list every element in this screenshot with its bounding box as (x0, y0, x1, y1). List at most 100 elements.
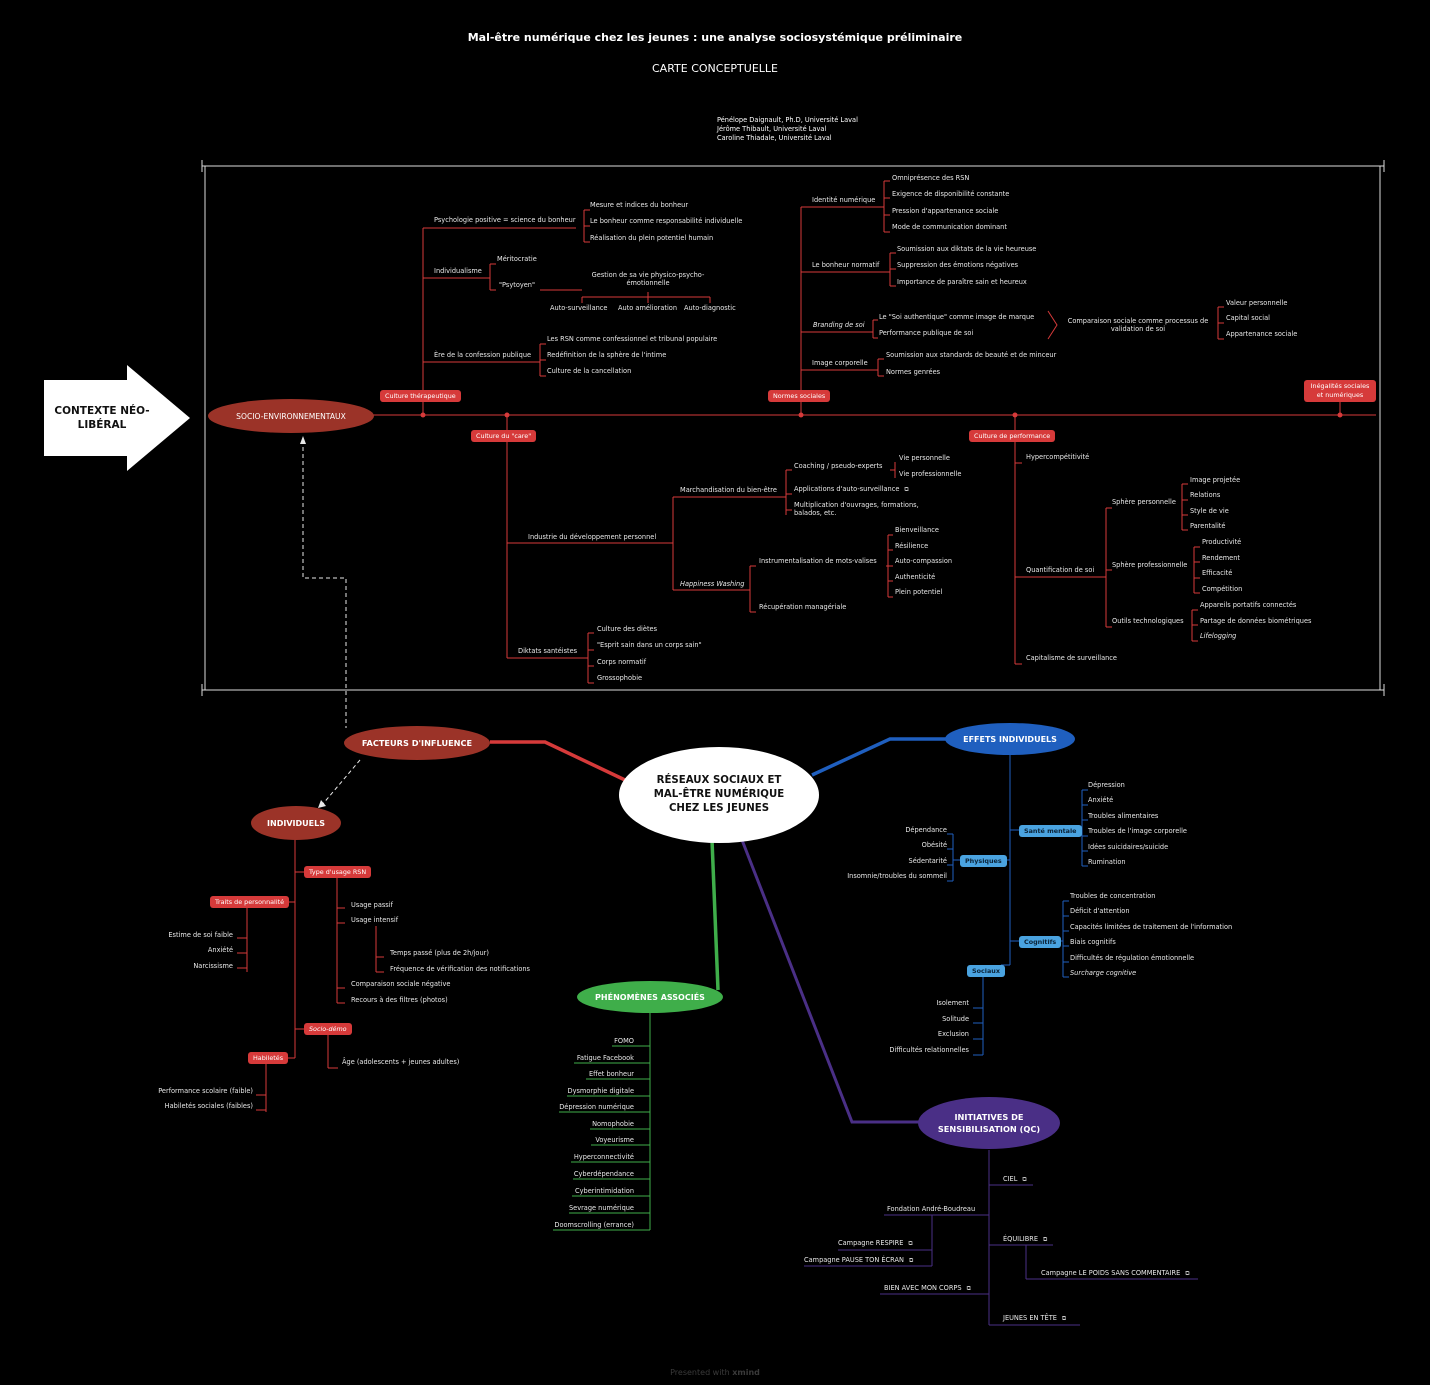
contexte-arrow-shape (44, 365, 190, 471)
traits-personnalite-badge[interactable]: Traits de personnalité (210, 896, 290, 908)
pro-item: Productivité (1202, 538, 1242, 546)
ciel-link[interactable]: CIEL⧉ (1003, 1175, 1027, 1184)
author-line: Caroline Thiadale, Université Laval (717, 134, 832, 142)
intensif-item: Temps passé (plus de 2h/jour) (390, 949, 489, 957)
multiplication: Multiplication d'ouvrages, formations, b… (794, 501, 919, 518)
equilibre-link[interactable]: ÉQUILIBRE ⧉ (1003, 1235, 1047, 1244)
marchandisation: Marchandisation du bien-être (680, 486, 777, 494)
meritocratie: Méritocratie (497, 255, 537, 263)
socio-demo-label: Socio-démo (309, 1025, 347, 1033)
sante-item: Rumination (1088, 858, 1126, 866)
footer-prefix: Presented with (670, 1368, 730, 1377)
individuels-node[interactable]: INDIVIDUELS (251, 806, 341, 840)
phenomene-item: Sevrage numérique (568, 1204, 634, 1212)
external-link-icon[interactable]: ⧉ (1022, 1176, 1027, 1183)
physique-item: Sédentarité (908, 857, 947, 865)
confession-item: Redéfinition de la sphère de l'intime (547, 351, 667, 359)
sante-item: Anxiété (1088, 796, 1114, 804)
ere-confession: Ère de la confession publique (434, 351, 532, 359)
confession-item: Culture de la cancellation (547, 367, 632, 375)
socio-environnementaux-node[interactable]: SOCIO-ENVIRONNEMENTAUX (208, 399, 374, 433)
external-link-icon[interactable]: ⧉ (1185, 1270, 1190, 1277)
identite-item: Exigence de disponibilité constante (892, 190, 1010, 198)
cognitif-item: Difficultés de régulation émotionnelle (1070, 954, 1195, 962)
image-item: Soumission aux standards de beauté et de… (886, 351, 1057, 359)
sante-item: Idées suicidaires/suicide (1088, 843, 1169, 851)
psycho-item: Réalisation du plein potentiel humain (590, 234, 714, 242)
mot-valise: Plein potentiel (895, 588, 943, 596)
hypercompetitivite: Hypercompétitivité (1026, 453, 1090, 461)
sphere-personnelle: Sphère personnelle (1112, 498, 1176, 506)
central-topic[interactable]: RÉSEAUX SOCIAUX ET MAL-ÊTRE NUMÉRIQUE CH… (619, 747, 819, 843)
outils-item: Lifelogging (1200, 632, 1237, 640)
poids-link[interactable]: Campagne LE POIDS SANS COMMENTAIRE⧉ (1041, 1269, 1190, 1278)
identite-item: Pression d'appartenance sociale (892, 207, 999, 215)
culture-therapeutique-badge[interactable]: Culture thérapeutique (380, 390, 461, 402)
mot-valise: Auto-compassion (895, 557, 953, 565)
external-link-icon[interactable]: ⧉ (1043, 1236, 1048, 1243)
external-link-icon[interactable]: ⧉ (966, 1285, 971, 1292)
psycho-item: Mesure et indices du bonheur (590, 201, 689, 209)
page-subtitle: CARTE CONCEPTUELLE (652, 62, 778, 75)
external-link-icon[interactable]: ⧉ (908, 1257, 914, 1264)
fondation-andre-boudreau: Fondation André-Boudreau (887, 1205, 976, 1213)
capitalisme-surveillance: Capitalisme de surveillance (1026, 654, 1117, 662)
sociaux-badge[interactable]: Sociaux (967, 965, 1005, 977)
physiques-badge[interactable]: Physiques (960, 855, 1007, 867)
auto-item: Auto-diagnostic (684, 304, 736, 312)
phenomenes-associes-node[interactable]: PHÉNOMÈNES ASSOCIÉS (577, 981, 723, 1013)
perso-item: Parentalité (1190, 522, 1226, 530)
diktats-santeistes: Diktats santéistes (518, 647, 578, 655)
normes-sociales-badge[interactable]: Normes sociales (768, 390, 831, 402)
sante-mentale-badge[interactable]: Santé mentale (1019, 825, 1082, 837)
cognitifs-badge[interactable]: Cognitifs (1019, 936, 1062, 948)
jeunes-label: JEUNES EN TÊTE (1003, 1314, 1057, 1322)
bien-avec-mon-corps-link[interactable]: BIEN AVEC MON CORPS⧉ (884, 1284, 971, 1293)
culture-performance-badge[interactable]: Culture de performance (969, 430, 1056, 442)
phenomene-item: Cyberintimidation (575, 1187, 634, 1195)
jeunes-en-tete-link[interactable]: JEUNES EN TÊTE ⧉ (1003, 1314, 1066, 1323)
socio-demo-badge[interactable]: Socio-démo (304, 1023, 352, 1035)
culture-care-badge[interactable]: Culture du "care" (471, 430, 537, 442)
habiletes-badge[interactable]: Habiletés (248, 1052, 289, 1064)
authors: Pénélope Daignault, Ph.D, Université Lav… (717, 116, 858, 143)
psycho-item: Le bonheur comme responsabilité individu… (590, 217, 743, 225)
campagne-pause-link[interactable]: Campagne PAUSE TON ÉCRAN⧉ (804, 1256, 913, 1265)
cognitif-item: Déficit d'attention (1070, 907, 1130, 915)
coaching: Coaching / pseudo-experts (794, 462, 883, 470)
trait-item: Narcissisme (193, 962, 233, 970)
bonheur-item: Suppression des émotions négatives (897, 261, 1019, 269)
contexte-neoliberal-label: CONTEXTE NÉO-LIBÉRAL (54, 405, 150, 431)
author-line: Jérôme Thibault, Université Laval (717, 125, 827, 133)
footer-credit[interactable]: Presented with xmind (0, 1368, 1430, 1377)
age: Âge (adolescents + jeunes adultes) (342, 1058, 460, 1066)
inegalites-badge[interactable]: Inégalités sociales et numériques (1304, 380, 1376, 402)
psychologie-positive: Psychologie positive = science du bonheu… (434, 216, 576, 224)
sante-item: Dépression (1088, 781, 1125, 789)
external-link-icon[interactable]: ⧉ (1061, 1315, 1067, 1322)
equilibre-label: ÉQUILIBRE (1003, 1235, 1039, 1243)
pro-item: Rendement (1202, 554, 1241, 562)
gestion-vie: Gestion de sa vie physico-psycho-émotion… (591, 271, 705, 288)
habilete-item: Performance scolaire (faible) (158, 1087, 253, 1095)
cognitif-item: Biais cognitifs (1070, 938, 1116, 946)
external-link-icon[interactable]: ⧉ (904, 486, 909, 493)
comparaison-sociale: Comparaison sociale comme processus de v… (1067, 317, 1209, 334)
socio-frame (201, 160, 1385, 696)
initiatives-node[interactable]: INITIATIVES DE SENSIBILISATION (QC) (918, 1097, 1060, 1149)
campagne-respire-link[interactable]: Campagne RESPIRE⧉ (838, 1239, 913, 1248)
branding-de-soi: Branding de soi (813, 321, 865, 329)
applications-link[interactable]: Applications d'auto-surveillance⧉ (794, 485, 909, 494)
external-link-icon[interactable]: ⧉ (908, 1240, 913, 1247)
effets-individuels-node[interactable]: EFFETS INDIVIDUELS (945, 723, 1075, 755)
diktats-item: "Esprit sain dans un corps sain" (597, 641, 702, 649)
identite-item: Omniprésence des RSN (892, 174, 970, 182)
outils-technologiques: Outils technologiques (1112, 617, 1184, 625)
facteurs-influence-node[interactable]: FACTEURS D'INFLUENCE (344, 726, 490, 760)
diktats-item: Culture des diètes (597, 625, 658, 633)
image-corporelle: Image corporelle (812, 359, 868, 367)
intensif-item: Fréquence de vérification des notificati… (390, 965, 530, 973)
type-usage-badge[interactable]: Type d'usage RSN (304, 866, 372, 878)
bonheur-item: Soumission aux diktats de la vie heureus… (897, 245, 1037, 253)
